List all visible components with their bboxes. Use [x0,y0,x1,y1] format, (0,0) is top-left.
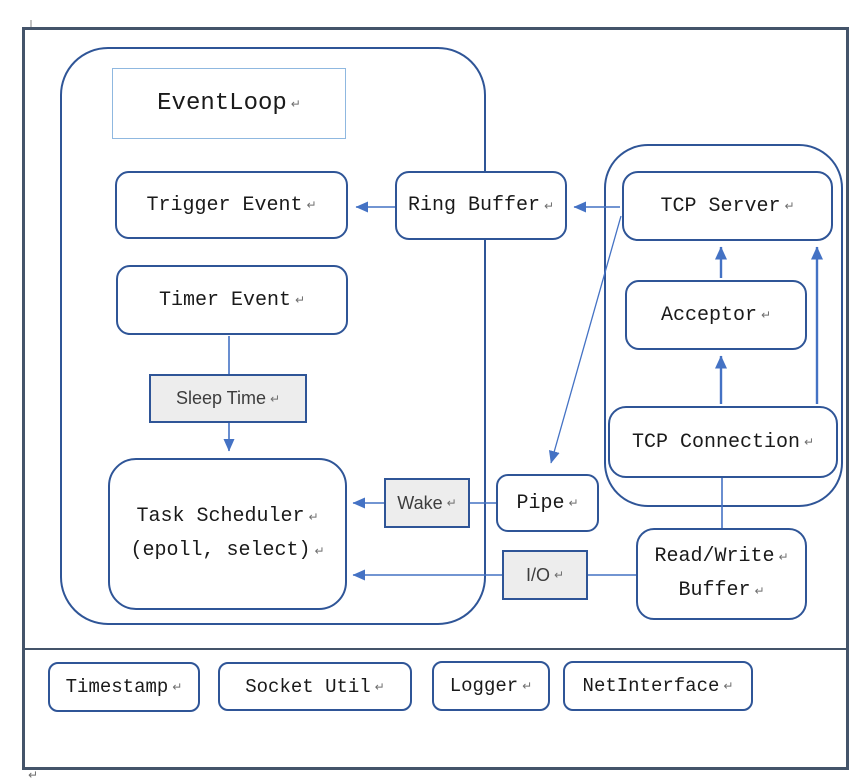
return-mark: ↵ [314,544,325,558]
node-ring-buffer: Ring Buffer ↵ [395,171,567,240]
return-mark: ↵ [543,198,555,213]
node-label: TCP Connection [631,430,800,454]
return-mark: ↵ [778,550,789,564]
return-mark: ↵ [446,496,457,510]
node-label: Wake [397,492,443,513]
return-mark: ↵ [172,680,183,694]
section-divider [22,648,849,650]
return-mark: ↵ [269,391,281,406]
node-timestamp: Timestamp ↵ [48,662,200,712]
return-mark: ↵ [568,496,579,510]
node-label: Pipe [516,491,565,515]
node-task-scheduler: Task Scheduler ↵ (epoll, select) ↵ [108,458,347,610]
return-mark: ↵ [306,198,317,212]
node-pipe: Pipe ↵ [496,474,599,532]
node-wake: Wake ↵ [384,478,470,528]
event-loop-title: EventLoop [157,90,287,117]
node-label: Logger [449,675,519,697]
return-mark: ↵ [723,679,734,693]
node-io: I/O ↵ [502,550,588,600]
node-label: Trigger Event [146,193,303,217]
node-timer-event: Timer Event ↵ [116,265,348,335]
anchor-tick [30,20,32,27]
return-mark: ↵ [760,308,772,322]
node-label: TCP Server [660,194,781,218]
node-label: Read/Write [654,545,775,568]
return-mark: ↵ [803,435,815,449]
node-sleep-time: Sleep Time ↵ [149,374,307,423]
node-label: Timer Event [158,288,291,312]
node-label: I/O [525,564,550,585]
event-loop-container [60,47,486,625]
return-mark: ↵ [522,679,533,693]
node-socket-util: Socket Util ↵ [218,662,412,711]
outer-frame [22,27,849,770]
node-label: Sleep Time [175,388,266,408]
node-acceptor: Acceptor ↵ [625,280,807,350]
node-label: Socket Util [245,675,371,698]
node-label: Timestamp [65,676,169,698]
node-tcp-connection: TCP Connection ↵ [608,406,838,478]
return-mark: ↵ [290,96,301,111]
node-label: (epoll, select) [130,539,311,562]
node-tcp-server: TCP Server ↵ [622,171,833,241]
node-logger: Logger ↵ [432,661,550,711]
node-netinterface: NetInterface ↵ [563,661,753,711]
return-mark: ↵ [374,679,385,694]
return-mark: ↵ [754,584,765,598]
node-label: Acceptor [660,303,757,327]
node-label: Buffer [678,579,751,602]
return-mark: ↵ [553,568,565,582]
return-mark: ↵ [294,293,306,307]
return-mark: ↵ [28,768,39,778]
node-read-write-buffer: Read/Write ↵ Buffer ↵ [636,528,807,620]
node-trigger-event: Trigger Event ↵ [115,171,348,239]
node-label: NetInterface [582,675,720,697]
return-mark: ↵ [784,199,795,213]
node-label: Ring Buffer [407,194,540,217]
return-mark: ↵ [308,510,319,524]
event-loop-title-box: EventLoop ↵ [112,68,346,139]
node-label: Task Scheduler [136,505,305,528]
